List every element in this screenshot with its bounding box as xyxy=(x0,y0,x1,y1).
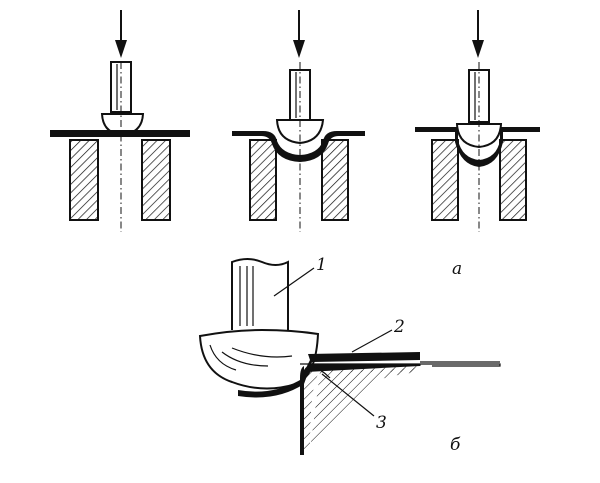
panel-label-a: a xyxy=(452,259,462,279)
panel-label-b: б xyxy=(450,435,461,455)
stage-2-sheet-drawn xyxy=(232,10,365,232)
stage-1-flat-sheet xyxy=(50,10,190,232)
part-label-3: 3 xyxy=(376,413,387,433)
part-label-1: 1 xyxy=(316,255,327,275)
stage-3-sheet-deep xyxy=(415,10,540,232)
detail-view xyxy=(198,258,501,455)
part-label-2: 2 xyxy=(393,317,405,337)
